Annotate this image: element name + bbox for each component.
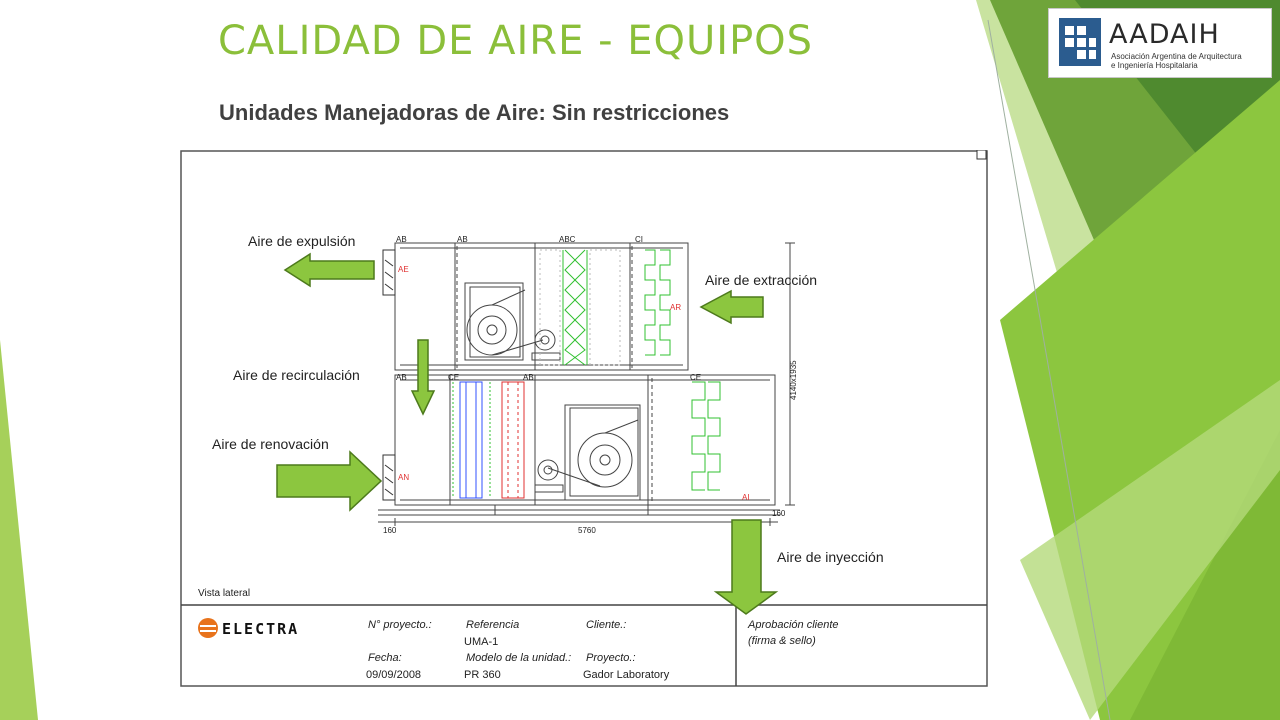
inyeccion-arrow [713,519,779,615]
dimension-lines [378,242,795,526]
label-expulsion: Aire de expulsión [248,233,356,249]
upper-coil [539,249,621,366]
lower-red-coil [501,381,525,499]
tag-ai: AI [742,493,750,502]
section-tag-bottom-2: CE [448,373,459,382]
tb-fecha-value: 09/09/2008 [366,669,421,681]
tb-cliente-label: Cliente.: [586,619,626,631]
section-tag-top-1: AB [396,235,407,244]
logo-line-2: e Ingeniería Hospitalaria [1111,61,1198,70]
logo-subtitle: Asociación Argentina de Arquitectura e I… [1111,52,1266,70]
expulsion-arrow [283,252,375,288]
section-tag-top-3: ABC [559,235,576,244]
drawing-frame [180,150,988,687]
tag-ar: AR [670,303,681,312]
lower-filters [452,381,721,498]
recirculacion-arrow [410,339,436,416]
section-tag-bottom-1: AB [396,373,407,382]
tag-ae: AE [398,265,409,274]
view-label: Vista lateral [198,588,250,599]
tb-proyecto2-value: Gador Laboratory [583,669,670,681]
upper-unit [394,242,689,371]
label-extraccion: Aire de extracción [705,272,818,288]
slide-title: CALIDAD DE AIRE - EQUIPOS [218,18,814,64]
deco-line [987,19,1111,720]
dim-total: 5760 [578,526,596,535]
label-renovacion: Aire de renovación [212,436,329,452]
label-inyeccion: Aire de inyección [777,549,884,565]
electra-brand: ELECTRA [222,620,299,638]
tb-fecha-label: Fecha: [368,652,402,664]
tb-proyecto2-label: Proyecto.: [586,652,636,664]
left-green-shard [0,340,38,720]
right-pale-shard [1020,380,1280,720]
tb-modelo-value: PR 360 [464,669,501,681]
extraccion-arrow [699,289,764,325]
section-tag-top-4: CI [635,235,643,244]
dim-height: 4140x1935 [789,360,798,400]
tb-referencia-label: Referencia [466,619,519,631]
renovacion-arrow [276,450,383,512]
dim-right: 160 [772,509,786,518]
aadaih-logo: AADAIH Asociación Argentina de Arquitect… [1048,8,1272,78]
building-logo-icon [1059,18,1101,66]
section-tag-bottom-4: CE [690,373,701,382]
dampers [382,249,396,501]
tb-proyecto-label: N° proyecto.: [368,619,432,631]
tb-aprobacion-sub: (firma & sello) [748,635,816,647]
tb-modelo-label: Modelo de la unidad.: [466,652,571,664]
lower-blue-coil [459,381,483,499]
electra-mark-icon [198,618,218,638]
tb-referencia-value: UMA-1 [464,636,498,648]
lower-unit [378,374,780,516]
label-recirculacion: Aire de recirculación [233,367,360,383]
slide-subtitle: Unidades Manejadoras de Aire: Sin restri… [219,100,730,125]
logo-name: AADAIH [1109,19,1220,50]
dim-left: 160 [383,526,397,535]
tag-an: AN [398,473,409,482]
ahu-side-view-drawing: AB AB ABC CI AB CE AB CE AE AR AN AI 160… [180,150,988,687]
logo-line-1: Asociación Argentina de Arquitectura [1111,52,1242,61]
electra-logo: ELECTRA [198,618,299,638]
upper-filters [562,249,671,366]
section-tag-bottom-3: AB [523,373,534,382]
section-tag-top-2: AB [457,235,468,244]
tb-aprobacion-label: Aprobación cliente [747,619,839,631]
window-corner-icon [976,150,987,160]
